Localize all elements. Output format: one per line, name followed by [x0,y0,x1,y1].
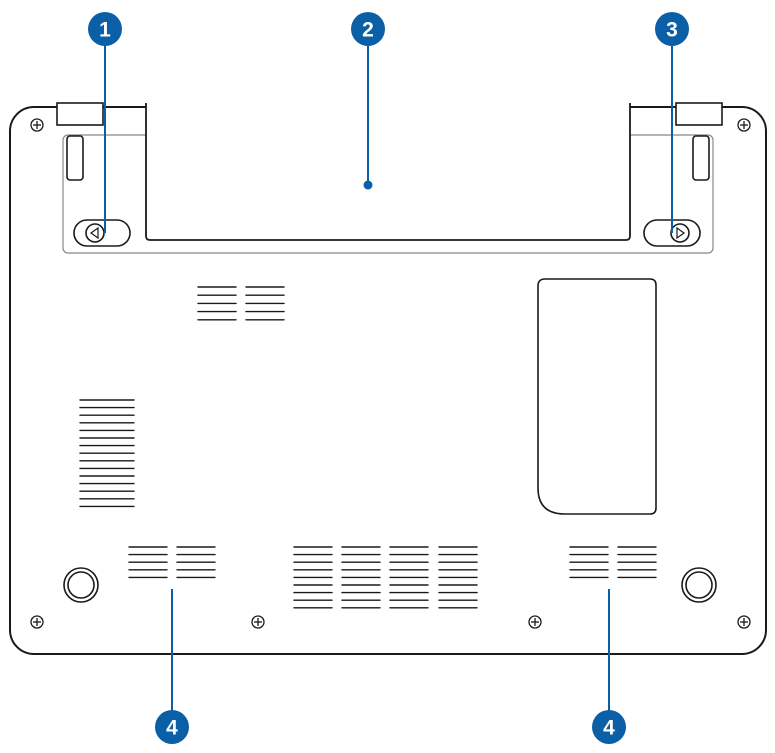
callout-latch-left: 1 [88,12,122,233]
arrow-left-icon [89,226,99,240]
vent-center-col3 [389,546,429,609]
callout-badge [88,12,122,46]
screw-icon [251,615,265,629]
slot-right [692,135,710,181]
speaker-right-col1 [569,546,609,579]
callout-speaker-left: 4 [155,589,189,744]
arrow-right-icon [676,226,686,240]
screw-icon [30,615,44,629]
callout-badge [592,710,626,744]
rubber-foot-left [63,567,99,603]
screw-icon [737,615,751,629]
speaker-left-col1 [128,546,168,579]
vent-top-col1 [197,286,237,321]
speaker-right-col2 [617,546,657,579]
vent-top-col2 [245,286,285,321]
callout-number: 4 [603,717,615,740]
hinge-tab-left [56,102,104,126]
rubber-foot-right-inner [685,571,713,599]
vent-center-col4 [438,546,478,609]
callout-dot [363,180,373,190]
callout-number: 2 [362,19,374,42]
screw-icon [737,118,751,132]
screw-icon [30,118,44,132]
callout-number: 4 [166,717,178,740]
battery-latch-left[interactable] [73,219,131,247]
callout-number: 1 [99,19,111,42]
callout-badge [155,710,189,744]
rubber-foot-right [681,567,717,603]
callout-number: 3 [666,19,678,42]
speaker-left-col2 [176,546,216,579]
vent-center-col2 [341,546,381,609]
callout-latch-right: 3 [655,12,689,233]
callout-speaker-right: 4 [592,589,626,744]
callout-badge [351,12,385,46]
callout-battery-pack: 2 [351,12,385,190]
vent-center-col1 [293,546,333,609]
rubber-foot-left-inner [67,571,95,599]
callout-badge [655,12,689,46]
hinge-tab-right [675,102,723,126]
slot-left [66,135,84,181]
battery-pack[interactable] [145,103,631,241]
latch-left-knob [85,223,105,243]
latch-right-knob [670,223,690,243]
memory-compartment-door[interactable] [537,278,657,515]
vent-left-side [79,399,135,508]
screw-icon [528,615,542,629]
